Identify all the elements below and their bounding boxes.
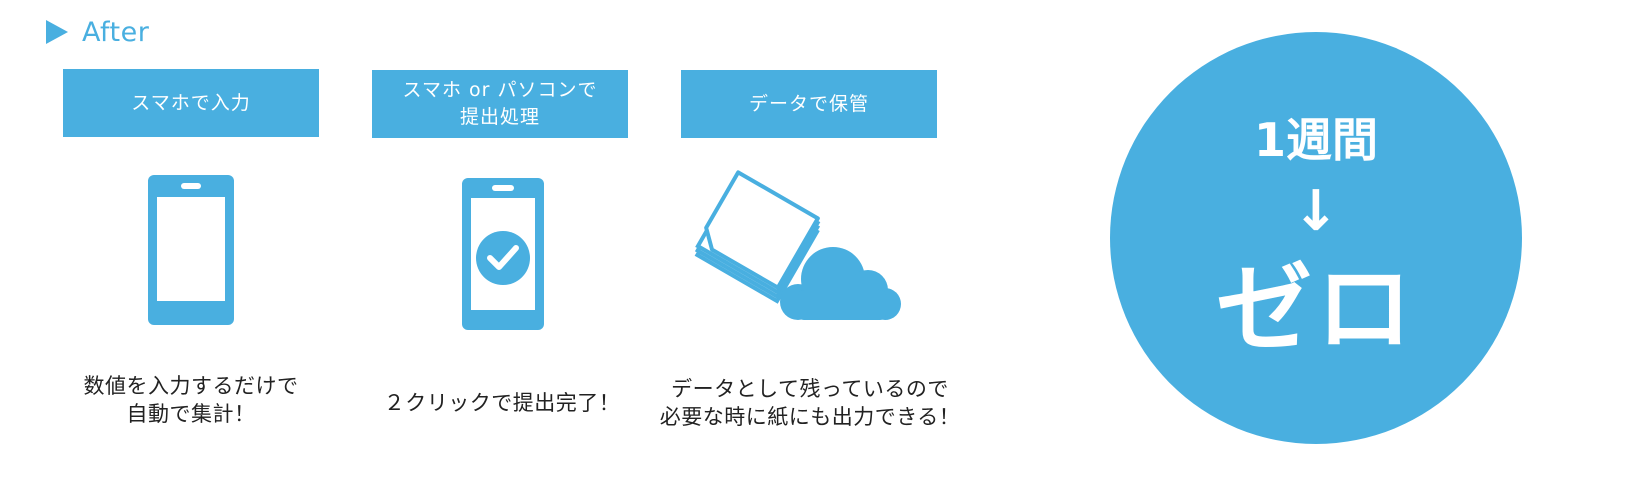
down-arrow-icon: ↓ [1292,179,1340,244]
paper-stack-to-cloud-icon [694,170,901,320]
step-1-caption: 数値を入力するだけで 自動で集計！ [83,374,299,426]
step-3-caption: データとして残っているので 必要な時に紙にも出力できる！ [659,377,961,429]
section-heading-label: After [82,16,150,48]
smartphone-icon [148,175,234,325]
step-2-title-box: スマホ or パソコンで 提出処理 [372,70,628,138]
step-1-title: スマホで入力 [131,91,251,114]
step-3-title: データで保管 [748,92,869,115]
result-after: ゼロ [1216,253,1416,365]
step-3-title-box: データで保管 [681,70,937,138]
step-2-title: スマホ or パソコンで 提出処理 [402,79,598,128]
paper-stack-icon [694,170,821,304]
cloud-icon [780,247,901,320]
play-triangle-icon [46,20,68,44]
section-heading: After [46,14,149,50]
step-2-caption: ２クリックで提出完了！ [383,391,621,415]
result-before: 1週間 [1253,113,1378,167]
result-circle: 1週間 ↓ ゼロ [1110,32,1522,444]
step-1-title-box: スマホで入力 [63,69,319,137]
smartphone-check-icon [462,178,544,330]
